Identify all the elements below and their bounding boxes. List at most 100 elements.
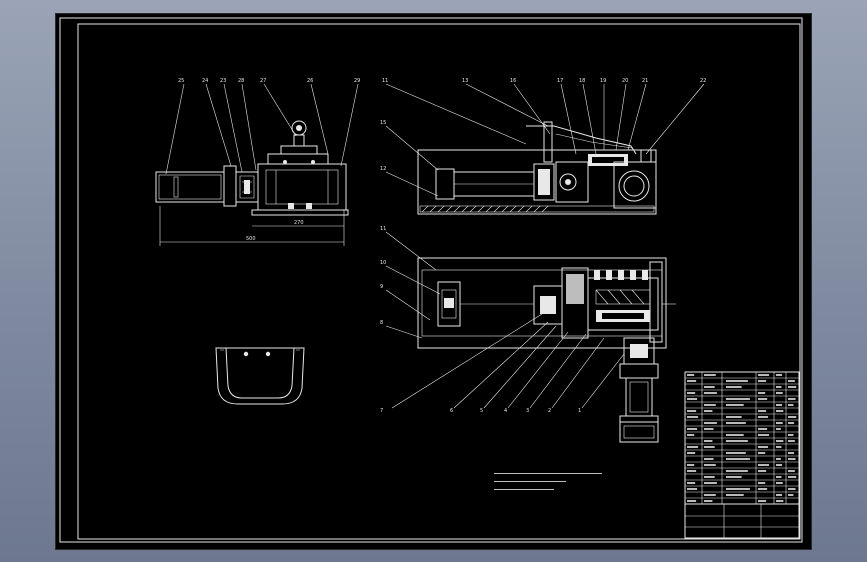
parts-list-cell-mark (758, 380, 767, 382)
part-number-28: 28 (238, 78, 244, 84)
title-block[interactable] (684, 371, 800, 539)
parts-list-cell-mark (758, 452, 766, 454)
part-number-13: 13 (462, 78, 468, 84)
leaders-plan-view: 11 10 9 8 7 6 5 4 3 2 1 (380, 226, 625, 414)
parts-list-cell-mark (704, 476, 715, 478)
leaders-top-right: 11 13 16 17 18 19 20 21 22 15 12 (380, 78, 706, 197)
parts-list-cell-mark (704, 404, 716, 406)
part-number-17: 17 (557, 78, 563, 84)
parts-list-cell-mark (758, 416, 769, 418)
parts-list-cell-mark (776, 404, 783, 406)
inner-frame (77, 23, 801, 540)
parts-list-cell-mark (726, 494, 744, 496)
part-number-26: 26 (307, 78, 313, 84)
parts-list-cell-mark (758, 500, 767, 502)
parts-list-cell-mark (788, 452, 795, 454)
parts-list-cell-mark (776, 374, 783, 376)
part-number-11-plan: 11 (380, 226, 386, 232)
parts-list-cell-mark (776, 446, 782, 448)
parts-list-cell-mark (776, 440, 784, 442)
parts-list-cell-mark (788, 380, 795, 382)
parts-list-cell-mark (776, 458, 781, 460)
parts-list-cell-mark (726, 380, 748, 382)
parts-list-cell-mark (758, 482, 766, 484)
parts-list-cell-mark (788, 386, 797, 388)
parts-list-cell-mark (704, 440, 713, 442)
parts-list-cell-mark (687, 416, 699, 418)
part-number-9: 9 (380, 284, 383, 290)
parts-list-cell-mark (776, 494, 783, 496)
parts-list-cell-mark (788, 434, 794, 436)
part-number-21: 21 (642, 78, 648, 84)
parts-list-cell-mark (687, 380, 697, 382)
section-view-channel (215, 347, 305, 405)
parts-list-cell-mark (704, 410, 713, 412)
parts-list-cell-mark (687, 464, 695, 466)
parts-list-cell-mark (704, 386, 715, 388)
part-number-2: 2 (548, 408, 551, 414)
parts-list-cell-mark (776, 428, 781, 430)
parts-list-cell-mark (726, 488, 750, 490)
part-number-1: 1 (578, 408, 581, 414)
front-view-left: 500 270 (155, 120, 349, 246)
parts-list-cell-mark (726, 404, 744, 406)
svg-text:500: 500 (246, 236, 256, 242)
technical-notes (494, 473, 602, 490)
parts-list-cell-mark (704, 494, 716, 496)
parts-list-cell-mark (687, 470, 697, 472)
parts-list-cell-mark (788, 398, 796, 400)
part-number-4: 4 (504, 408, 507, 414)
parts-list-cell-mark (726, 470, 748, 472)
parts-list-cell-mark (687, 398, 698, 400)
part-number-18: 18 (579, 78, 585, 84)
parts-list-cell-mark (687, 434, 695, 436)
parts-list-cell-mark (726, 416, 742, 418)
part-number-27: 27 (260, 78, 266, 84)
parts-list-cell-mark (687, 410, 697, 412)
parts-list-cell-mark (788, 422, 795, 424)
part-number-11-top: 11 (382, 78, 388, 84)
parts-list-cell-mark (687, 482, 696, 484)
part-number-12: 12 (380, 166, 386, 172)
parts-list-cell-mark (704, 458, 714, 460)
parts-list-cell-mark (726, 398, 750, 400)
part-number-24: 24 (202, 78, 208, 84)
parts-list-cell-mark (788, 440, 795, 442)
parts-list-cell-mark (758, 392, 766, 394)
parts-list-cell-mark (726, 440, 748, 442)
parts-list-cell-mark (687, 452, 696, 454)
parts-list-cell-mark (687, 428, 698, 430)
parts-list-cell-mark (758, 428, 768, 430)
parts-list-cell-mark (758, 398, 768, 400)
part-number-6: 6 (450, 408, 453, 414)
parts-list-cell-mark (704, 392, 717, 394)
part-number-29: 29 (354, 78, 360, 84)
parts-list-cell-mark (758, 374, 770, 376)
parts-list-cell-mark (758, 446, 769, 448)
part-number-23: 23 (220, 78, 226, 84)
parts-list-cell-mark (687, 392, 696, 394)
leaders-top-left: 25 24 23 28 27 26 29 (165, 78, 360, 175)
parts-list-cell-mark (704, 464, 716, 466)
parts-list-cell-mark (687, 446, 699, 448)
part-number-3: 3 (526, 408, 529, 414)
part-number-19: 19 (600, 78, 606, 84)
parts-list-cell-mark (776, 500, 784, 502)
parts-list-cell-mark (776, 386, 782, 388)
parts-list-cell-mark (704, 446, 715, 448)
parts-list-cell-mark (726, 386, 742, 388)
part-number-20: 20 (622, 78, 628, 84)
parts-list-cell-mark (788, 404, 794, 406)
svg-text:270: 270 (294, 220, 304, 226)
parts-list-cell-mark (726, 452, 746, 454)
parts-list-cell-mark (788, 476, 797, 478)
parts-list-cell-mark (704, 374, 716, 376)
parts-list-cell-mark (758, 488, 768, 490)
outer-frame (59, 17, 803, 543)
cad-viewport[interactable]: 500 270 25 24 23 28 27 26 29 (55, 13, 812, 550)
parts-list-rows (685, 374, 799, 502)
parts-list-cell-mark (726, 458, 750, 460)
vertical-cylinder-view (619, 337, 659, 443)
parts-list-cell-mark (704, 422, 717, 424)
part-number-7: 7 (380, 408, 383, 414)
